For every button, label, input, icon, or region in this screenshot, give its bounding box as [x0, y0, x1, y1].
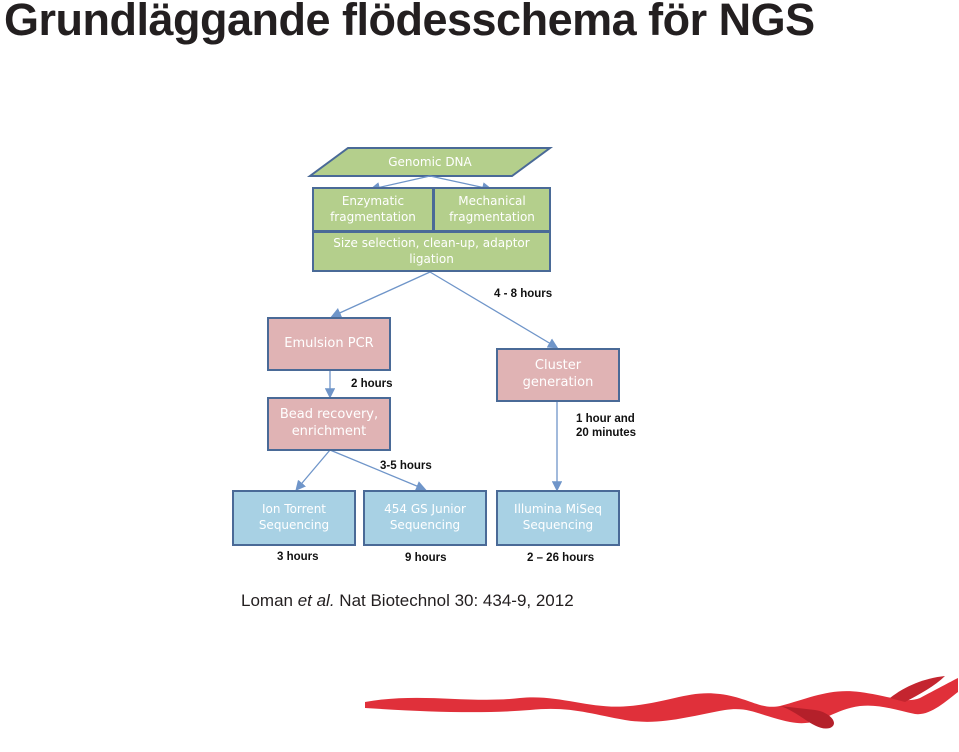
genomic-dna-parallelogram: [306, 147, 554, 177]
arrow-dna-to-enzymatic: [369, 175, 431, 193]
genomic-dna-label: Genomic DNA: [388, 155, 472, 170]
ion-torrent-box: Ion Torrent Sequencing: [232, 490, 356, 546]
time-emulsion-label: 2 hours: [351, 378, 393, 390]
time-library-label: 4 - 8 hours: [494, 288, 553, 300]
citation-etal: et al.: [297, 591, 335, 610]
arrow-library-to-emulsion: [330, 271, 431, 318]
decorative-ribbon: [365, 676, 958, 729]
citation: Loman et al. Nat Biotechnol 30: 434-9, 2…: [241, 591, 574, 611]
arrow-library-to-cluster: [429, 271, 559, 349]
mechanical-fragmentation-box: Mechanical fragmentation: [433, 187, 551, 232]
enzymatic-fragmentation-box: Enzymatic fragmentation: [312, 187, 434, 232]
arrow-bead-to-454: [329, 449, 427, 491]
bead-recovery-box: Bead recovery, enrichment: [267, 397, 391, 451]
size-selection-box: Size selection, clean-up, adaptor ligati…: [312, 231, 551, 272]
slide-title: Grundläggande flödesschema för NGS: [4, 0, 815, 45]
time-ion-label: 3 hours: [277, 551, 319, 563]
illumina-miseq-box: Illumina MiSeq Sequencing: [496, 490, 620, 546]
time-bead-label: 3-5 hours: [380, 460, 432, 472]
emulsion-pcr-box: Emulsion PCR: [267, 317, 391, 371]
cluster-generation-box: Cluster generation: [496, 348, 620, 402]
time-illumina-label: 2 – 26 hours: [527, 552, 595, 564]
citation-author: Loman: [241, 591, 298, 610]
citation-journal: Nat Biotechnol 30: 434-9, 2012: [334, 591, 574, 610]
time-454-label: 9 hours: [405, 552, 447, 564]
time-cluster-label: 1 hour and 20 minutes: [576, 413, 637, 440]
gs-junior-box: 454 GS Junior Sequencing: [363, 490, 487, 546]
arrow-bead-to-ion: [295, 449, 331, 491]
arrow-dna-to-mechanical: [429, 175, 493, 193]
